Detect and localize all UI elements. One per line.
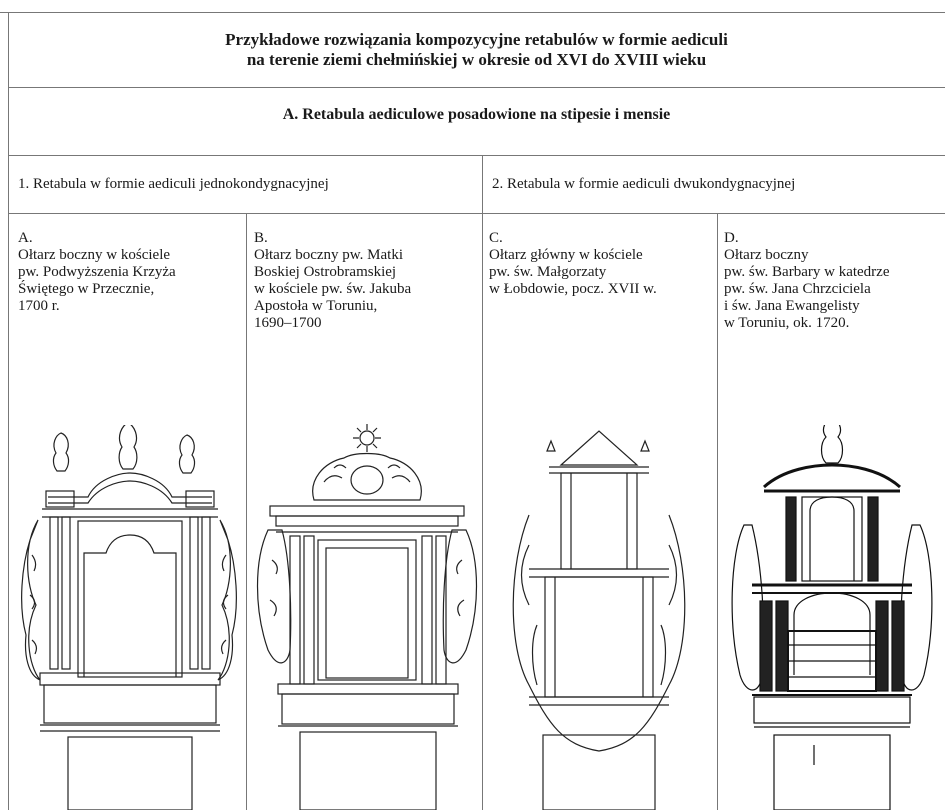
entry-line: 1700 r.: [18, 298, 60, 314]
entry-line: Ołtarz boczny pw. Matki: [254, 247, 403, 263]
table-title: Przykładowe rozwiązania kompozycyjne ret…: [8, 30, 945, 70]
title-line-1: Przykładowe rozwiązania kompozycyjne ret…: [225, 30, 728, 49]
group-heading-single-storey: 1. Retabula w formie aediculi jednokondy…: [18, 176, 329, 192]
entry-line: w Toruniu, ok. 1720.: [724, 315, 850, 331]
entry-b: B. Ołtarz boczny pw. Matki Boskiej Ostro…: [254, 230, 479, 332]
entry-line: i św. Jana Ewangelisty: [724, 298, 860, 314]
entry-line: 1690–1700: [254, 315, 322, 331]
entry-line: pw. św. Jana Chrzciciela: [724, 281, 871, 297]
altar-drawing-a: [21, 425, 237, 810]
entry-letter: D.: [724, 230, 739, 246]
entry-letter: B.: [254, 230, 268, 246]
entry-line: Świętego w Przecznie,: [18, 281, 155, 297]
entry-d: D. Ołtarz boczny pw. św. Barbary w kated…: [724, 230, 945, 332]
entry-line: pw. św. Małgorzaty: [489, 264, 607, 280]
entry-a: A. Ołtarz boczny w kościele pw. Podwyższ…: [18, 230, 243, 315]
entry-line: Apostoła w Toruniu,: [254, 298, 378, 314]
group-heading-two-storey: 2. Retabula w formie aediculi dwukondygn…: [492, 176, 796, 192]
altar-drawing-c: [512, 430, 686, 810]
entry-line: Ołtarz boczny w kościele: [18, 247, 171, 263]
entry-letter: C.: [489, 230, 503, 246]
entry-line: Ołtarz boczny: [724, 247, 809, 263]
entry-line: Ołtarz główny w kościele: [489, 247, 643, 263]
entry-letter: A.: [18, 230, 33, 246]
entry-line: pw. Podwyższenia Krzyża: [18, 264, 176, 280]
entry-line: w kościele pw. św. Jakuba: [254, 281, 412, 297]
entry-line: Boskiej Ostrobramskiej: [254, 264, 397, 280]
entry-line: w Łobdowie, pocz. XVII w.: [489, 281, 657, 297]
entry-c: C. Ołtarz główny w kościele pw. św. Małg…: [489, 230, 714, 298]
title-line-2: na terenie ziemi chełmińskiej w okresie …: [246, 50, 707, 69]
section-heading: A. Retabula aediculowe posadowione na st…: [282, 106, 671, 123]
altar-drawing-d: [731, 425, 933, 810]
entry-line: pw. św. Barbary w katedrze: [724, 264, 890, 280]
altar-drawing-b: [256, 424, 478, 810]
